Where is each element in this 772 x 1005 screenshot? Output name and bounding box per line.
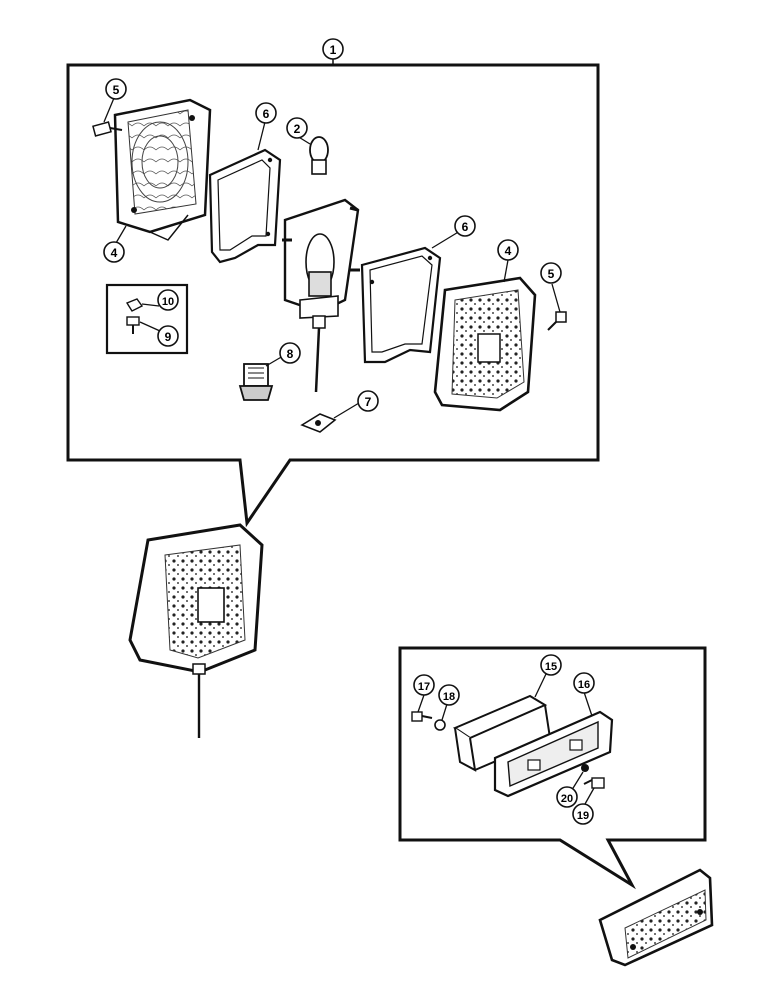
callout-18: 18 xyxy=(438,684,460,706)
svg-text:16: 16 xyxy=(578,679,590,691)
small-screw xyxy=(411,711,433,722)
callout-8: 8 xyxy=(279,342,301,364)
svg-text:5: 5 xyxy=(548,267,555,281)
callout-4-upper: 4 xyxy=(103,241,125,263)
assembled-large-lamp xyxy=(128,523,264,738)
mount-bolt xyxy=(238,363,274,401)
bulb xyxy=(309,136,329,175)
callout-label: 1 xyxy=(330,43,337,57)
bottom-screw xyxy=(583,777,605,789)
screw-upper xyxy=(92,121,123,137)
callout-20: 20 xyxy=(556,786,578,808)
reflector-plate xyxy=(452,694,552,772)
bottom-washer xyxy=(581,764,589,772)
svg-text:2: 2 xyxy=(294,122,301,136)
lamp-body xyxy=(282,198,360,393)
screw-lower xyxy=(547,311,567,331)
svg-text:18: 18 xyxy=(443,691,455,703)
svg-text:9: 9 xyxy=(165,330,172,344)
callout-19: 19 xyxy=(572,803,594,825)
svg-text:4: 4 xyxy=(505,244,512,258)
callout-16: 16 xyxy=(573,672,595,694)
svg-text:8: 8 xyxy=(287,347,294,361)
svg-text:20: 20 xyxy=(561,793,573,805)
lens-upper xyxy=(113,98,212,241)
callout-5-upper: 5 xyxy=(105,78,127,100)
svg-text:19: 19 xyxy=(577,810,589,822)
svg-text:6: 6 xyxy=(462,220,469,234)
callout-2: 2 xyxy=(286,117,308,139)
small-washer xyxy=(434,719,446,731)
callout-7: 7 xyxy=(357,390,379,412)
gasket-lower xyxy=(360,246,442,364)
leader-lines xyxy=(103,97,595,805)
callout-5-lower: 5 xyxy=(540,262,562,284)
callout-6-lower: 6 xyxy=(454,215,476,237)
callout-17: 17 xyxy=(413,674,435,696)
assembled-small-lamp xyxy=(598,868,714,967)
lens-lower xyxy=(433,276,537,412)
svg-text:15: 15 xyxy=(545,661,557,673)
callout-9: 9 xyxy=(157,325,179,347)
plate-gasket xyxy=(300,413,337,433)
svg-text:10: 10 xyxy=(162,296,174,308)
callout-10: 10 xyxy=(157,289,179,311)
svg-text:6: 6 xyxy=(263,107,270,121)
callout-6-upper: 6 xyxy=(255,102,277,124)
callout-15: 15 xyxy=(540,654,562,676)
svg-text:4: 4 xyxy=(111,246,118,260)
exploded-view-frame xyxy=(66,63,600,528)
housing xyxy=(493,710,614,798)
callout-assembly: 1 xyxy=(322,38,344,65)
small-exploded-view-frame xyxy=(398,646,707,890)
gasket-upper xyxy=(208,148,282,264)
svg-text:7: 7 xyxy=(365,395,372,409)
svg-text:17: 17 xyxy=(418,681,430,693)
svg-text:5: 5 xyxy=(113,83,120,97)
callout-4-lower: 4 xyxy=(497,239,519,261)
